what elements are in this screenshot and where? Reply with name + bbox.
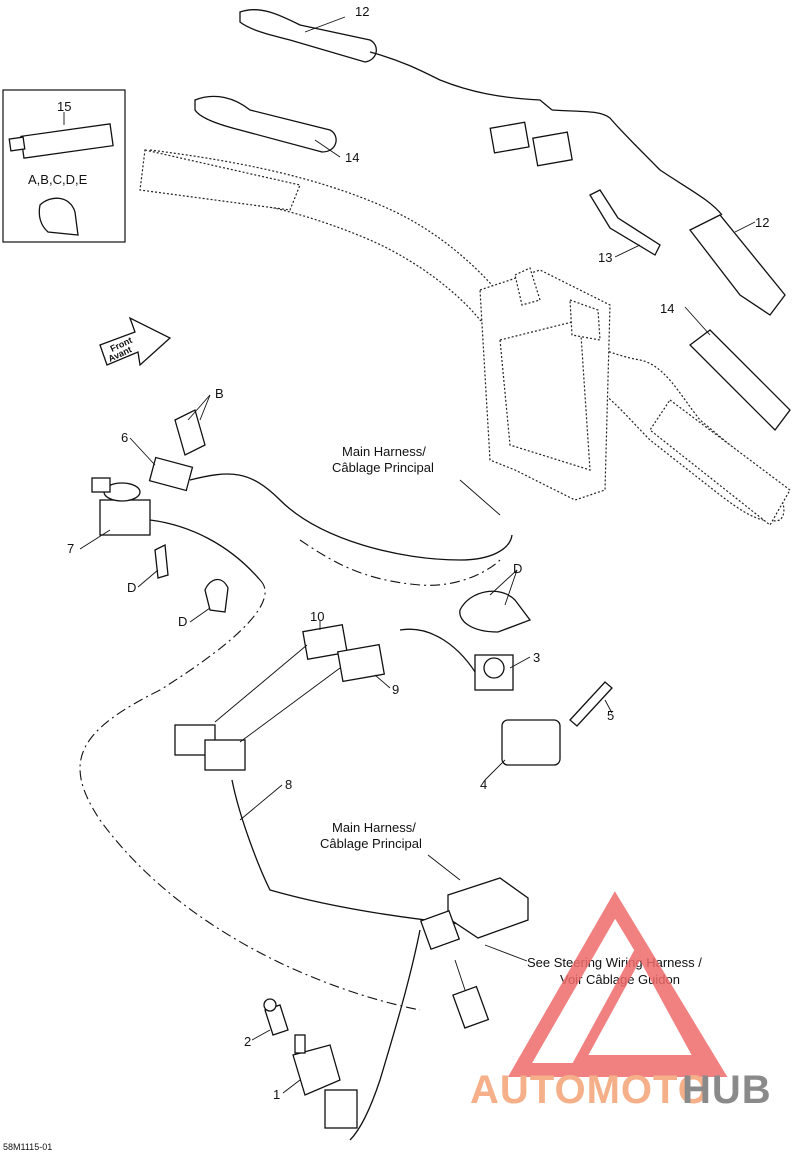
callout-9: 9 — [392, 682, 399, 697]
front-arrow-icon — [99, 316, 172, 367]
callout-d-2: D — [178, 614, 187, 629]
callout-8: 8 — [285, 777, 292, 792]
pin-5 — [569, 681, 613, 727]
control-module — [447, 877, 529, 939]
grip-sleeve-top — [194, 95, 337, 153]
clip-d-2 — [204, 578, 229, 613]
callout-3: 3 — [533, 650, 540, 665]
watermark-logo — [507, 891, 728, 1077]
callout-15: 15 — [57, 99, 71, 114]
callout-10: 10 — [310, 609, 324, 624]
switch-1 — [292, 1034, 358, 1129]
grease-tube-icon — [8, 123, 114, 159]
callout-14-right: 14 — [660, 301, 674, 316]
connector-10 — [302, 623, 348, 661]
bulb-2 — [263, 998, 289, 1036]
grip-sleeve-right — [689, 329, 791, 431]
callout-14-top: 14 — [345, 150, 359, 165]
connector-9 — [336, 643, 386, 683]
callout-6: 6 — [121, 430, 128, 445]
part-13-tube — [589, 189, 661, 256]
callout-1: 1 — [273, 1087, 280, 1102]
socket-3 — [474, 654, 514, 691]
main-harness-note-1-line2: Câblage Principal — [332, 460, 434, 475]
callout-b: B — [215, 386, 224, 401]
clip-d-1 — [154, 543, 169, 579]
steering-note-line1: See Steering Wiring Harness / — [527, 955, 702, 970]
thermostat-7 — [91, 477, 151, 536]
callout-5: 5 — [607, 708, 614, 723]
kit-label: A,B,C,D,E — [28, 172, 88, 187]
grommet-4 — [501, 719, 561, 766]
clip-b — [174, 409, 206, 456]
main-harness-note-1-line1: Main Harness/ — [342, 444, 426, 459]
main-harness-note-2-line2: Câblage Principal — [320, 836, 422, 851]
connector-lower — [419, 909, 490, 1029]
harness-wires — [79, 473, 513, 1141]
callout-2: 2 — [244, 1034, 251, 1049]
handlebar-riser — [479, 267, 611, 501]
clip-d-3 — [459, 590, 532, 633]
callout-d-3: D — [513, 561, 522, 576]
callout-4: 4 — [480, 777, 487, 792]
handlebar — [139, 149, 791, 526]
watermark-text-2: HUB — [682, 1068, 772, 1112]
callout-12-top: 12 — [355, 4, 369, 19]
switch-6 — [148, 456, 194, 492]
main-harness-note-2-line1: Main Harness/ — [332, 820, 416, 835]
grip-heater-top — [239, 9, 723, 216]
diagram-code: 58M1115-01 — [3, 1142, 52, 1152]
watermark-text-1: AUTOMOTO — [470, 1068, 710, 1112]
leader-lines — [63, 16, 756, 1094]
connector-8 — [174, 724, 246, 771]
grip-connectors — [489, 121, 573, 167]
grip-heater-right — [689, 214, 786, 316]
callout-13: 13 — [598, 250, 612, 265]
callout-12-right: 12 — [755, 215, 769, 230]
callout-7: 7 — [67, 541, 74, 556]
tie-clip-icon — [38, 197, 79, 236]
callout-d-1: D — [127, 580, 136, 595]
